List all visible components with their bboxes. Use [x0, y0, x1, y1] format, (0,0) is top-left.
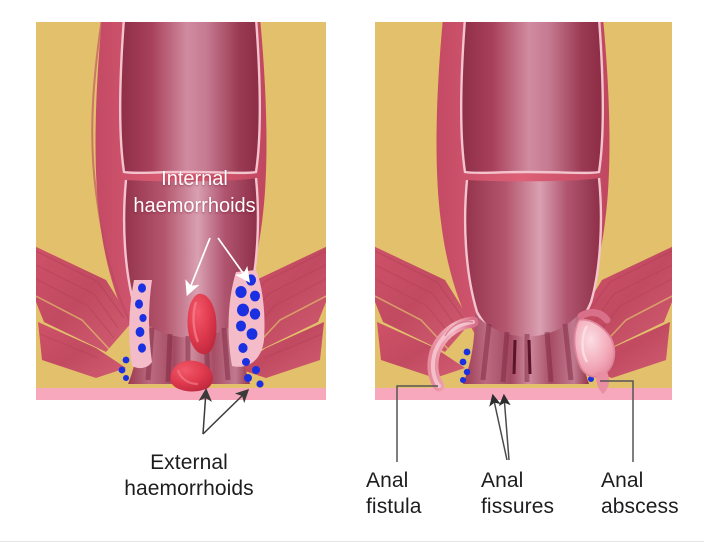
rectal-lumen-upper — [461, 22, 603, 173]
vein-plexus-left — [129, 280, 152, 369]
anal-abscess-line2: abscess — [601, 495, 679, 518]
anal-abscess-line1: Anal — [601, 469, 644, 492]
rectal-lumen-upper — [120, 22, 260, 173]
external-haemorrhoids-line1: External — [150, 451, 228, 474]
vein-dots-left — [459, 348, 471, 383]
external-haemorrhoids-line2: haemorrhoids — [124, 477, 254, 500]
vein-dots-left-lower — [118, 356, 130, 381]
anal-fistula-label: Anal fistula — [366, 468, 422, 520]
external-haemorrhoids-label: External haemorrhoids — [104, 450, 274, 502]
vein-dots-left — [135, 283, 147, 353]
anal-fistula-line1: Anal — [366, 469, 409, 492]
internal-haemorrhoids-line1: Internal — [161, 168, 228, 190]
anal-fistula-line2: fistula — [366, 495, 422, 518]
anal-conditions-panel — [375, 22, 672, 400]
anal-fissures-label: Anal fissures — [481, 468, 554, 520]
anal-abscess-label: Anal abscess — [601, 468, 679, 520]
anal-fistula-tract — [427, 316, 479, 392]
external-haemorrhoid-lump — [170, 360, 213, 392]
anal-fissures-line1: Anal — [481, 469, 524, 492]
internal-haemorrhoids-line2: haemorrhoids — [133, 195, 256, 217]
anal-fissure-slits — [512, 339, 532, 375]
anal-conditions-illustration — [375, 22, 672, 400]
mucosa-highlight-upper — [119, 22, 261, 175]
muscle-bands-left — [36, 246, 132, 378]
muscle-bands-left — [375, 246, 471, 378]
rectal-lumen-lower — [465, 178, 601, 348]
vein-dots-right — [235, 274, 261, 353]
internal-haemorrhoids-label: Internal haemorrhoids — [107, 166, 282, 220]
bottom-divider — [0, 541, 704, 542]
anal-columns — [480, 323, 574, 383]
vein-plexus-right — [228, 270, 265, 367]
mucosa-highlight-upper — [460, 22, 604, 175]
vein-dots-right-lower — [242, 358, 264, 388]
anal-fissures-arrows — [489, 393, 511, 461]
anal-fissures-line2: fissures — [481, 495, 555, 518]
